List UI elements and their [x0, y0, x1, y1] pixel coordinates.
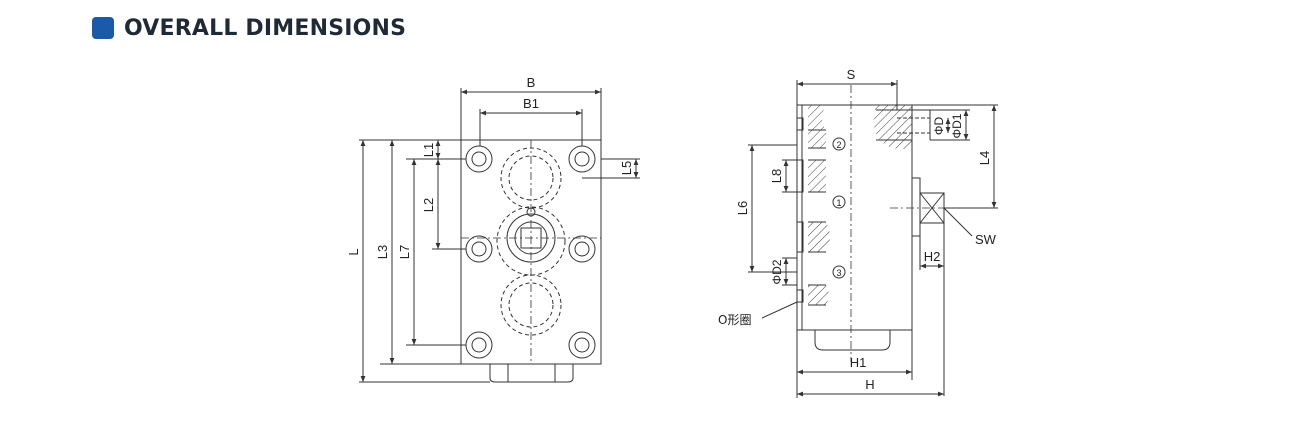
label-L7: L7	[397, 245, 412, 259]
label-port-3: 3	[836, 268, 841, 278]
label-L1: L1	[421, 143, 436, 157]
side-oring-upper	[796, 117, 804, 131]
side-hatch-lower	[808, 222, 830, 252]
label-L4: L4	[977, 151, 992, 165]
label-L2: L2	[421, 198, 436, 212]
bolt-hole-bottom-right	[568, 331, 596, 359]
front-view	[359, 88, 640, 383]
side-view	[748, 80, 998, 398]
sw-leader	[943, 207, 973, 237]
label-L5: L5	[619, 161, 634, 175]
port-1-circle	[832, 195, 846, 209]
side-hatch-bottom	[808, 285, 829, 305]
label-B: B	[527, 75, 536, 90]
front-center-lines	[461, 140, 601, 364]
label-D2: ΦD2	[770, 259, 784, 284]
label-L: L	[346, 248, 361, 255]
label-L8: L8	[769, 169, 784, 183]
label-H2: H2	[924, 249, 941, 264]
label-D: ΦD	[932, 117, 946, 136]
bolt-hole-bottom-left	[465, 331, 493, 359]
side-oring-lower	[796, 289, 804, 303]
label-B1: B1	[523, 96, 539, 111]
front-bolt-holes	[465, 145, 596, 359]
label-L3: L3	[375, 245, 390, 259]
label-H1: H1	[850, 355, 867, 370]
section-title: OVERALL DIMENSIONS	[124, 15, 407, 41]
label-L6: L6	[735, 201, 750, 215]
port-2-circle	[832, 137, 846, 151]
bolt-hole-mid-right	[568, 235, 596, 263]
oring-leader	[761, 301, 798, 319]
side-bottom-block	[814, 330, 891, 351]
side-hatch-mid	[808, 160, 826, 192]
label-SW: SW	[975, 232, 997, 247]
front-bottom-nut	[489, 364, 574, 383]
label-port-2: 2	[836, 140, 841, 150]
heading-marker-icon	[92, 17, 114, 39]
label-D1: ΦD1	[950, 113, 964, 138]
label-H: H	[865, 377, 874, 392]
label-port-1: 1	[836, 198, 841, 208]
label-oring: O形圈	[718, 313, 751, 327]
bolt-hole-top-right	[568, 145, 596, 173]
port-3-circle	[832, 265, 846, 279]
bolt-hole-top-left	[465, 145, 493, 173]
bolt-hole-mid-left	[465, 235, 493, 263]
side-top-port	[876, 109, 931, 141]
side-adjuster-plate	[911, 177, 921, 237]
label-S: S	[847, 67, 856, 82]
side-hatch-upper	[802, 105, 826, 148]
section-heading: OVERALL DIMENSIONS	[92, 14, 406, 42]
side-hatch-right	[873, 105, 912, 149]
